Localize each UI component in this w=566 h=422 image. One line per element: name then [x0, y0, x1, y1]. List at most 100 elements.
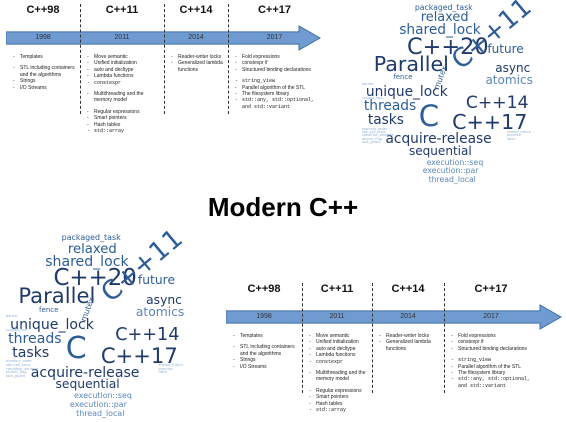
feature-item: Unified initialization [87, 60, 162, 67]
era-header: C++17 [257, 4, 292, 16]
feature-item: STL including containers and the algorit… [13, 65, 78, 78]
cloud-word: C [418, 98, 440, 133]
year-label: 2014 [188, 33, 204, 41]
cloud-word: atomic_flag [6, 370, 27, 375]
cloud-word: threads [8, 331, 62, 348]
cloud-word: lock_guard [6, 373, 26, 378]
era-divider [80, 4, 81, 114]
cloud-word: shared_future [507, 130, 531, 134]
cloud-word: execution::seq [426, 157, 484, 167]
feature-item: The filesystem library [451, 370, 536, 377]
cloud-word: scoped_lock [6, 327, 28, 332]
cloud-word: fence [393, 73, 413, 82]
cloud-word: C++14 [465, 92, 529, 113]
cloud-word: lock_guard [361, 140, 381, 145]
timeline-bottom: C++981998TemplatesSTL including containe… [226, 283, 562, 419]
feature-item: Structured binding declarations [451, 346, 536, 353]
cloud-word: C++20 [407, 34, 489, 61]
feature-item: Regular expressions [309, 388, 370, 395]
era-feature-list: Reader-writer locksGeneralized lambda fu… [168, 54, 226, 73]
feature-item: Move semantic [309, 333, 370, 340]
timeline-top: C++981998TemplatesSTL including containe… [6, 4, 321, 144]
feature-item: Smart pointers [87, 115, 162, 122]
cloud-word: unique_lock [10, 317, 94, 334]
feature-item: constexpr [87, 80, 162, 87]
feature-item: Templates [233, 333, 300, 340]
year-label: 2014 [400, 312, 416, 320]
era-feature-list: Reader-writer locksGeneralized lambda fu… [376, 333, 442, 352]
cloud-word: future [137, 273, 176, 288]
arrow-shape [6, 25, 321, 51]
cloud-word: future [487, 42, 524, 57]
cloud-word: shared_future [158, 363, 183, 367]
cloud-word: Parallel [18, 282, 96, 308]
era-header: C++14 [179, 4, 213, 16]
cloud-word: memory_order [6, 359, 32, 364]
era-header: C++14 [391, 283, 425, 295]
cloud-word: C [65, 331, 87, 367]
feature-item: string_view [235, 78, 319, 85]
cloud-word: Parallel [373, 51, 449, 76]
feature-item: Structured binding declarations [235, 67, 319, 74]
feature-item: Hash tables [87, 122, 162, 129]
feature-item: I/O Streams [13, 85, 78, 92]
cloud-word: acquire-release [30, 364, 140, 381]
cloud-word: execution::par [69, 399, 127, 409]
feature-item: std::any, std::optional, and std::varian… [451, 376, 536, 389]
cloud-word: promise [158, 366, 173, 371]
feature-item: Unified initialization [309, 339, 370, 346]
era-feature-list: Fold expressionsconstexpr ifStructured b… [448, 333, 536, 389]
feature-item: Generalized lambda functions [171, 60, 226, 73]
era-divider [372, 283, 373, 393]
cloud-word: packaged_task [61, 232, 121, 242]
feature-item: Fold expressions [235, 54, 319, 61]
cloud-word: barrier [6, 313, 18, 318]
year-label: 2011 [114, 33, 130, 41]
feature-item: std::array [87, 128, 162, 135]
era-feature-list: TemplatesSTL including containers and th… [10, 54, 78, 91]
feature-item: Strings [13, 78, 78, 85]
era-feature-list: Fold expressionsconstexpr ifStructured b… [232, 54, 319, 110]
cloud-word: threads [363, 98, 417, 115]
cloud-word: condition_variable [6, 366, 39, 371]
era-header: C++11 [105, 4, 139, 16]
feature-item: Parallel algorithm of the STL [235, 85, 319, 92]
feature-item: std::array [309, 407, 370, 414]
cloud-word: condition_variable [361, 133, 394, 138]
feature-item: std::any, std::optional, and std::varian… [235, 97, 319, 110]
feature-item: Smart pointers [309, 394, 370, 401]
cloud-word: std::call_once [361, 130, 386, 134]
feature-item: string_view [451, 357, 536, 364]
cloud-word: execution::seq [74, 391, 132, 401]
era-header: C++98 [26, 4, 60, 16]
cloud-word: tasks [367, 111, 404, 128]
cloud-word: packaged_task [414, 2, 473, 12]
cloud-word: atomics [485, 73, 533, 88]
cloud-word: sequential [409, 143, 472, 158]
feature-item: auto and decltype [309, 346, 370, 353]
feature-item: constexpr if [451, 339, 536, 346]
feature-item: Hash tables [309, 401, 370, 408]
cloud-word: thread_local [76, 408, 125, 418]
arrow-shape [226, 304, 562, 330]
cloud-word: barrier [361, 81, 374, 86]
cloud-word: C++20 [53, 265, 137, 292]
year-label: 1998 [256, 312, 272, 320]
cloud-word: shared_lock [45, 253, 129, 270]
era-header: C++98 [247, 283, 281, 295]
cloud-word: atomics [135, 304, 185, 319]
feature-item: Regular expressions [87, 109, 162, 116]
cloud-word: shared_lock [399, 22, 481, 39]
era-feature-list: Move semanticUnified initializationauto … [306, 333, 370, 414]
cloud-word: C++14 [115, 325, 180, 346]
era-divider [228, 4, 229, 114]
cloud-word: async [495, 61, 531, 76]
feature-item: The filesystem library [235, 91, 319, 98]
era-divider [302, 283, 303, 393]
cloud-word: memory_order [361, 126, 388, 131]
year-label: 2017 [483, 312, 499, 320]
cloud-word: relaxed [67, 241, 117, 257]
era-divider [164, 4, 165, 114]
